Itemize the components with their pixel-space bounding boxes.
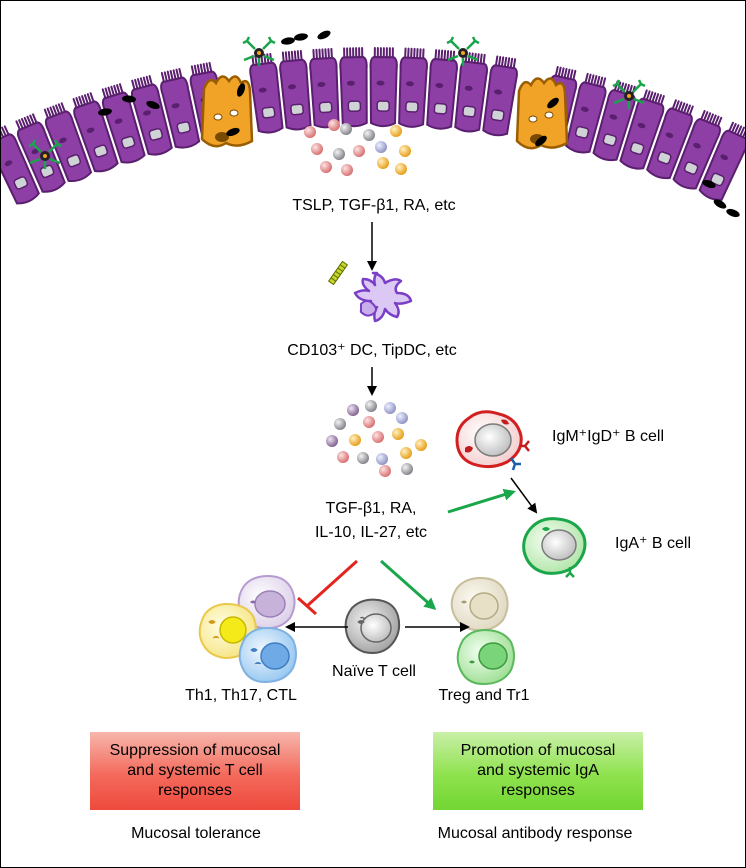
epithelial-cell (279, 49, 312, 131)
epithelial-cell (1, 125, 40, 205)
promotion-line-3: responses (501, 782, 575, 799)
epithelial-cell (309, 47, 340, 129)
suppression-line-2: and systemic T cell (127, 762, 263, 779)
epithelial-cell (398, 47, 428, 128)
epithelial-cell (101, 83, 146, 164)
epithelial-cell (426, 49, 458, 130)
effector-t-cells-label: Th1, Th17, CTL (185, 687, 297, 704)
promotion-line-1: Promotion of mucosal (460, 742, 616, 759)
epithelial-cell (565, 72, 607, 154)
regulatory-t-cells (450, 576, 515, 686)
antigen-antibody-complexes (28, 36, 646, 169)
epithelial-cell (43, 102, 93, 183)
promotion-box: Promotion of mucosal and systemic IgA re… (433, 732, 643, 810)
suppression-line-1: Suppression of mucosal (109, 742, 281, 759)
tr1-cell-green (456, 628, 515, 686)
promotion-arrow-iga (447, 488, 516, 514)
epithelial-cell (592, 80, 636, 162)
epithelial-cell (369, 46, 398, 128)
dc-factors-label-line2: IL-10, IL-27, etc (314, 524, 428, 541)
naive-t-cell-label: Naïve T cell (332, 663, 416, 680)
intestinal-epithelium (1, 46, 745, 205)
igm-igd-b-cell-label: IgM⁺IgD⁺ B cell (552, 428, 665, 445)
arrow-class-switch (510, 477, 538, 514)
iga-b-cell (522, 517, 587, 578)
naive-t-cell (344, 598, 401, 654)
mucosal-antibody-response-caption: Mucosal antibody response (437, 825, 633, 842)
epithelium-factors-label: TSLP, TGF-β1, RA, etc (292, 197, 456, 214)
dc-label: CD103⁺ DC, TipDC, etc (287, 342, 457, 359)
epithelial-factor-granules (304, 119, 411, 176)
suppression-line-3: responses (158, 782, 232, 799)
treg-tr1-label: Treg and Tr1 (438, 687, 530, 704)
mucosal-tolerance-caption: Mucosal tolerance (131, 825, 261, 842)
epithelial-cell (482, 55, 518, 137)
epithelial-cell (646, 99, 694, 180)
epithelial-cell (130, 75, 173, 156)
dc-factor-granules (326, 400, 427, 477)
iga-b-cell-label: IgA⁺ B cell (615, 535, 692, 552)
inhibition-arrow (297, 559, 359, 616)
dendritic-cell (327, 260, 413, 323)
promotion-arrow-treg (380, 559, 437, 610)
promotion-line-2: and systemic IgA (477, 762, 599, 779)
dc-factors-label-line1: TGF-β1, RA, (325, 500, 417, 517)
effector-t-cells (198, 574, 297, 684)
epithelial-cell (249, 52, 284, 134)
epithelial-cell (72, 92, 119, 173)
epithelial-cell (672, 110, 723, 190)
epithelial-cell (339, 47, 368, 128)
effector-t-cell-blue (238, 626, 297, 684)
epithelial-cell (160, 67, 201, 149)
igm-igd-b-cell (455, 410, 530, 471)
suppression-box: Suppression of mucosal and systemic T ce… (90, 732, 300, 810)
treg-cell-beige (450, 576, 509, 632)
luminal-bacteria (98, 30, 740, 218)
